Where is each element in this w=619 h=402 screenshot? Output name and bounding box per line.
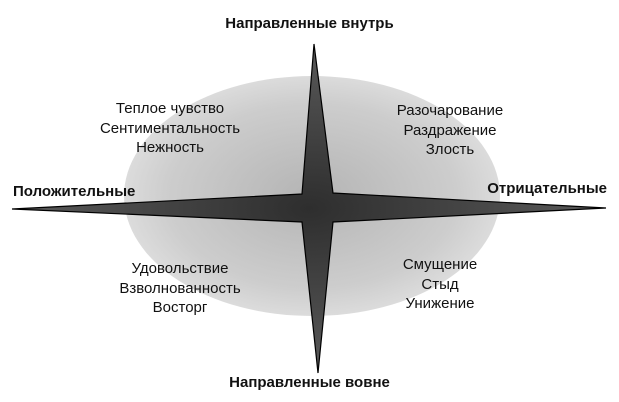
quadrant-positive-outward: Удовольствие Взволнованность Восторг xyxy=(95,259,265,318)
emotion-label: Раздражение xyxy=(403,121,497,139)
quadrant-negative-outward: Смущение Стыд Унижение xyxy=(360,255,520,314)
emotion-label: Взволнованность xyxy=(119,279,241,297)
emotion-label: Смущение xyxy=(402,256,478,273)
emotion-label: Нежность xyxy=(136,139,204,156)
quadrant-negative-inward: Разочарование Раздражение Злость xyxy=(370,101,530,160)
emotion-label: Теплое чувство xyxy=(115,100,225,117)
emotion-label: Злость xyxy=(425,141,475,158)
quadrant-positive-inward: Теплое чувство Сентиментальность Нежност… xyxy=(85,99,255,158)
four-point-star xyxy=(11,43,607,374)
axis-label-positive: Положительные xyxy=(13,183,136,200)
emotion-label: Удовольствие xyxy=(131,260,229,277)
emotion-label: Восторг xyxy=(152,299,208,316)
emotion-label: Разочарование xyxy=(396,102,504,119)
axis-label-negative: Отрицательные xyxy=(487,180,607,197)
axis-label-inward: Направленные внутрь xyxy=(225,15,394,32)
emotion-label: Унижение xyxy=(405,295,475,312)
axis-label-outward: Направленные вовне xyxy=(229,374,390,391)
emotion-label: Стыд xyxy=(421,275,459,293)
emotion-label: Сентиментальность xyxy=(99,119,241,137)
